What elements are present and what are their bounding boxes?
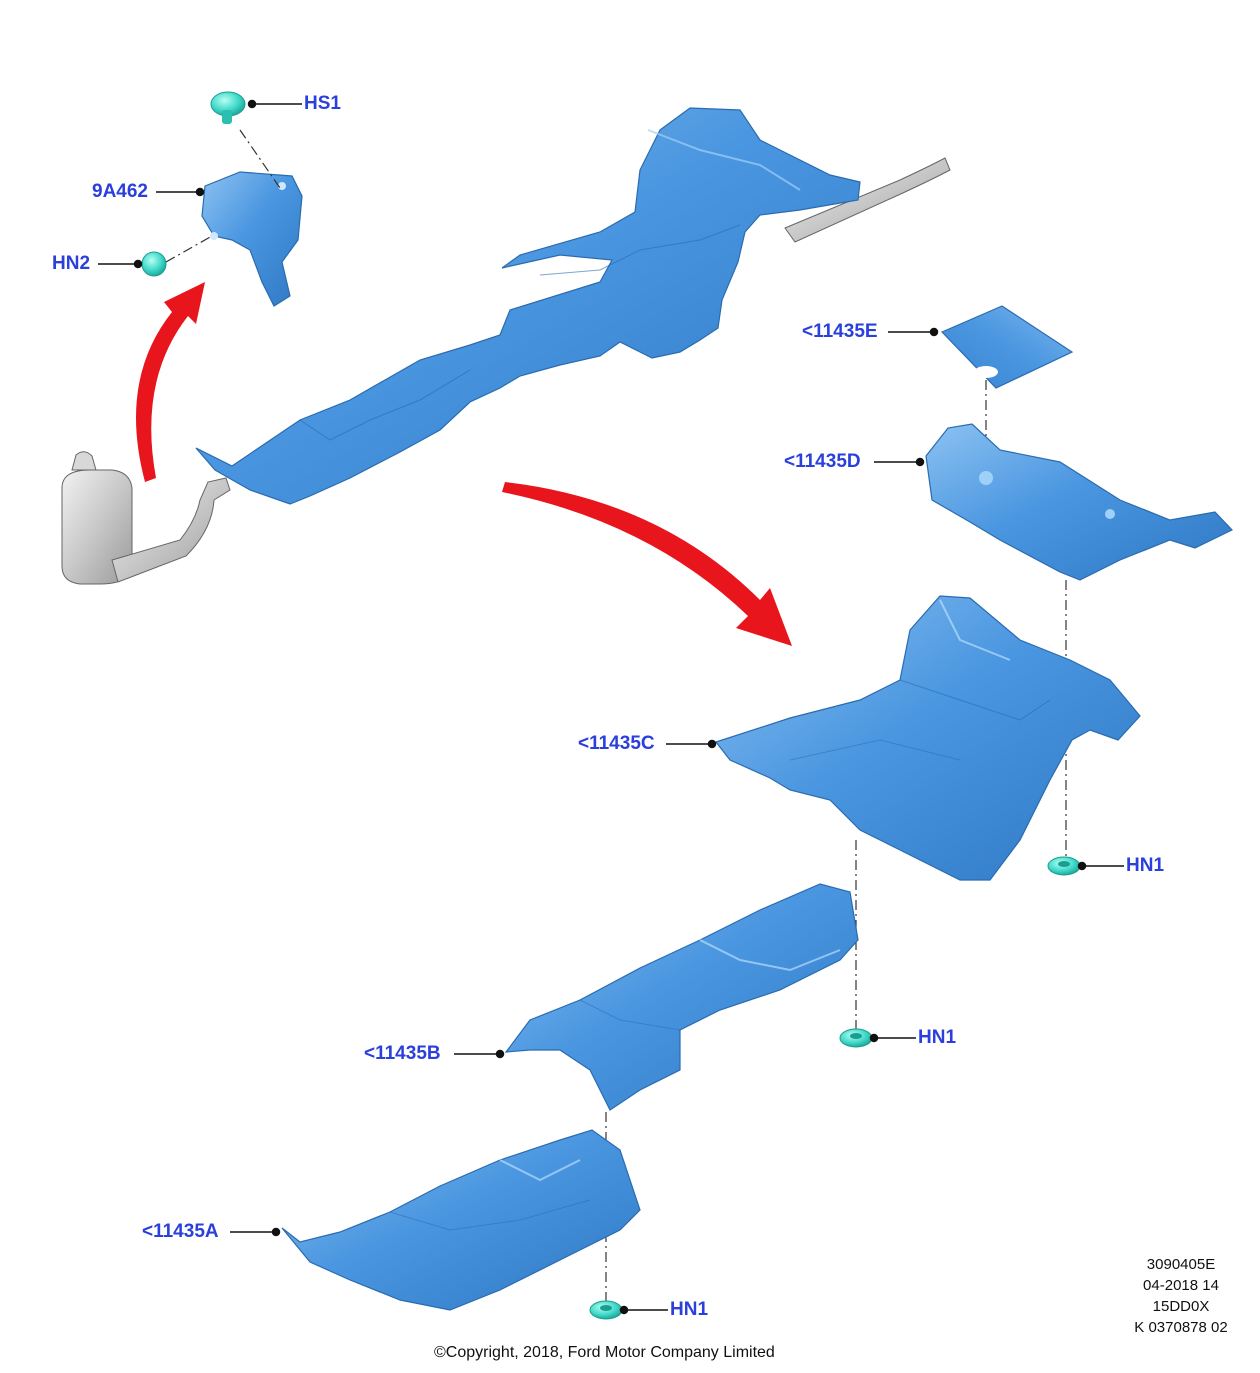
clip-hs1 [210,91,246,124]
assembled-heat-shield [195,107,861,505]
heat-shield-11435d [925,423,1233,581]
copyright-notice: ©Copyright, 2018, Ford Motor Company Lim… [434,1344,775,1361]
heat-shield-11435c [715,595,1141,881]
callout-9a462: 9A462 [92,181,148,202]
heat-shield-11435e [940,305,1074,389]
clip-hn2 [141,251,167,277]
reference-line-1: 3090405E [1146,1256,1216,1273]
callout-hn1-c: HN1 [1126,855,1165,876]
reference-block: 3090405E 04-2018 14 15DD0X K 0370878 02 [1116,1254,1246,1338]
callout-11435b: <11435B [364,1043,441,1064]
leader-lines [98,99,1124,1315]
clip-hn1-c [1047,856,1081,876]
assembled-exhaust-system [61,107,951,585]
callout-hn1-b: HN1 [918,1027,957,1048]
reference-line-3: 15DD0X [1152,1298,1210,1315]
clip-hn1-a [589,1300,623,1320]
arrow-down-right [502,482,792,646]
callout-11435c: <11435C [578,733,655,754]
callout-11435e: <11435E [802,321,878,342]
heat-shield-11435a [281,1129,641,1311]
bracket-9a462 [201,171,303,307]
arrow-up-left [136,282,205,482]
reference-line-2: 04-2018 14 [1143,1277,1219,1294]
reference-line-4: K 0370878 02 [1134,1319,1228,1336]
callout-11435a: <11435A [142,1221,219,1242]
heat-shield-11435b [504,883,859,1111]
direction-arrows [136,282,792,646]
catalytic-converter [61,451,231,585]
clip-hn1-b [839,1028,873,1048]
callout-hn2: HN2 [52,253,91,274]
callout-11435d: <11435D [784,451,861,472]
callout-hs1: HS1 [304,93,341,114]
callout-hn1-a: HN1 [670,1299,709,1320]
